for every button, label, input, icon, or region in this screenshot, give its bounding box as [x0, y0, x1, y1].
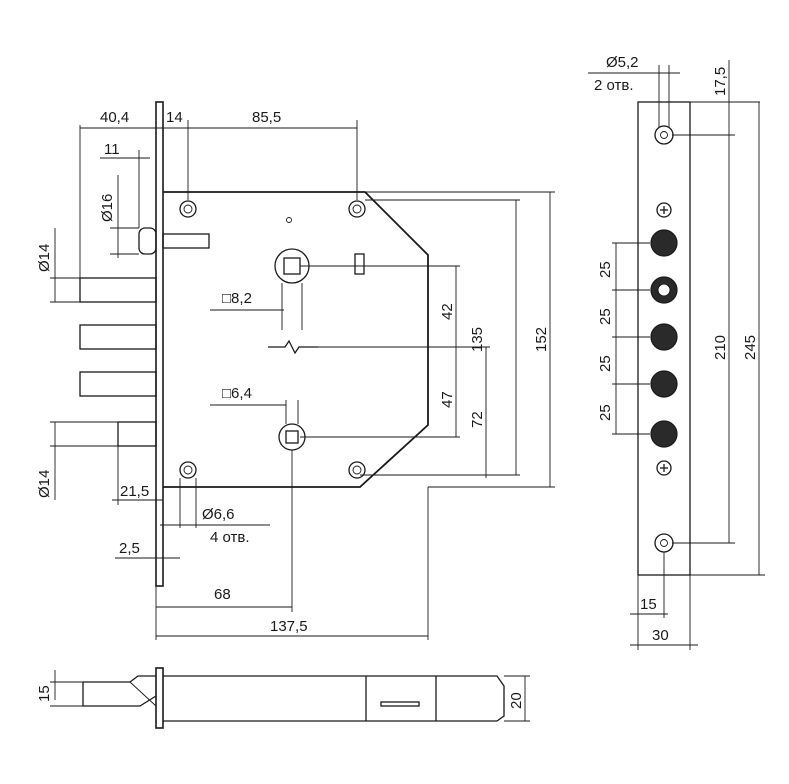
dim-25-a: 25: [597, 261, 614, 278]
latch-slot-icon: [354, 253, 365, 275]
handle-spindle-icon: [274, 248, 310, 330]
dim-sq8-2: □8,2: [222, 290, 252, 307]
faceplate-screw-lower-icon: [656, 460, 672, 476]
dim-20-side: 20: [508, 692, 525, 709]
bolt-opening-4: [650, 420, 678, 448]
dim-210: 210: [712, 335, 729, 360]
mounting-hole-bottom-right-icon: [348, 461, 366, 479]
dim-42: 42: [439, 303, 456, 320]
dim-2-holes: 2 отв.: [594, 77, 634, 94]
dim-4-holes: 4 отв.: [210, 529, 250, 546]
bolt-opening-2: [650, 323, 678, 351]
dim-25-d: 25: [597, 404, 614, 421]
deadbolt-4: [117, 421, 157, 447]
dim-21-5: 21,5: [120, 483, 149, 500]
dim-47: 47: [439, 391, 456, 408]
mounting-hole-top-left-icon: [179, 200, 197, 218]
faceplate-screw-hole-bottom-icon: [654, 533, 674, 553]
dim-85-5: 85,5: [252, 109, 281, 126]
dim-15-side: 15: [36, 685, 53, 702]
dim-dia14-top: Ø14: [36, 244, 53, 272]
dim-72: 72: [469, 411, 486, 428]
lock-faceplate-edge: [155, 101, 164, 587]
bolt-opening-3: [650, 370, 678, 398]
latch-opening: [650, 276, 678, 304]
dim-40-4: 40,4: [100, 109, 129, 126]
deadbolt-3: [79, 371, 157, 397]
mounting-hole-bottom-left-icon: [179, 461, 197, 479]
dim-2-5: 2,5: [119, 540, 140, 557]
side-slot-icon: [380, 701, 420, 707]
deadbolt-2: [79, 324, 157, 350]
dim-dia6-6: Ø6,6: [202, 506, 235, 523]
dim-30-plate: 30: [652, 627, 669, 644]
dim-137-5: 137,5: [270, 618, 308, 635]
dim-14-top: 14: [166, 109, 183, 126]
dim-dia14-bottom: Ø14: [36, 470, 53, 498]
key-spindle-icon: [278, 400, 306, 451]
mounting-hole-top-right-icon: [348, 200, 366, 218]
dimension-lines: [50, 120, 555, 640]
lock-side-view: [50, 667, 530, 729]
dim-68: 68: [214, 586, 231, 603]
latch-bolt: [138, 227, 210, 255]
dim-dia5-2: Ø5,2: [606, 54, 639, 71]
dimension-labels: 40,4 14 85,5 11 Ø16 Ø14 □8,2 42 135 15 2 …: [36, 54, 759, 709]
dim-152: 152: [533, 327, 550, 352]
lock-body: [163, 191, 429, 488]
dim-135: 135: [469, 327, 486, 352]
deadbolt-1: [79, 277, 157, 303]
faceplate-screw-hole-top-icon: [654, 125, 674, 145]
dim-sq6-4: □6,4: [222, 385, 252, 402]
deadbolts: [79, 277, 157, 447]
dim-25-c: 25: [597, 355, 614, 372]
dim-25-b: 25: [597, 308, 614, 325]
dim-15-plate: 15: [640, 596, 657, 613]
faceplate-screw-upper-icon: [656, 202, 672, 218]
dim-245: 245: [742, 335, 759, 360]
faceplate-front-view: [637, 101, 691, 576]
faceplate-dimension-lines: [588, 60, 765, 650]
bolt-opening-1: [650, 229, 678, 257]
dim-17-5: 17,5: [712, 67, 729, 96]
cylinder-axis-line: [268, 339, 318, 355]
small-hole-icon: [286, 217, 292, 223]
dim-dia16: Ø16: [99, 194, 116, 222]
dim-11: 11: [104, 141, 120, 158]
